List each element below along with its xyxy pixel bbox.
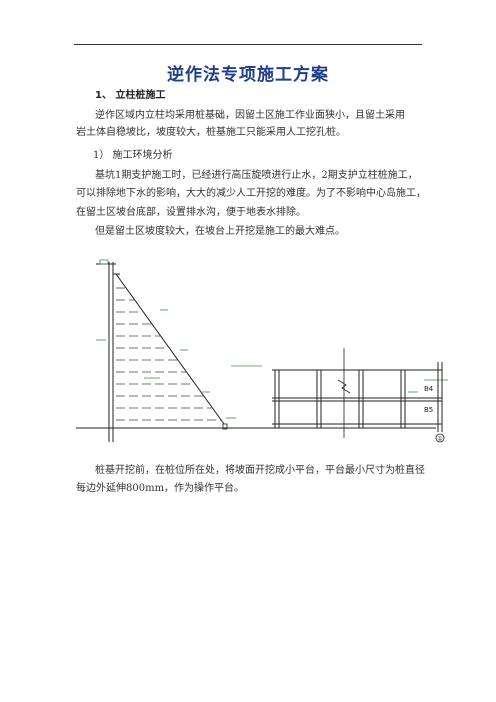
axis-marker-circle <box>435 433 445 443</box>
section-heading-1: 1、 立柱桩施工 <box>95 90 166 101</box>
label-b4: B4 <box>424 385 434 393</box>
header-rule <box>74 44 422 45</box>
soil-slope-line <box>115 273 225 425</box>
break-symbol <box>337 379 351 394</box>
structure-columns <box>274 362 443 432</box>
paragraph-1-line-1: 逆作区域内立柱均采用桩基础，因留土区施工作业面狭小，且留土采用 <box>95 110 405 121</box>
soil-layer-lines <box>116 287 221 421</box>
wall-top-marker <box>99 259 109 265</box>
paragraph-2-line-2: 可以排除地下水的影响，大大的减少人工开挖的难度。为了不影响中心岛施工， <box>76 188 426 199</box>
construction-section-figure: B4 B5 ① <box>76 259 448 443</box>
paragraph-4-line-2: 每边外延伸800mm，作为操作平台。 <box>76 483 245 494</box>
axis-marker-label: ① <box>437 436 442 443</box>
label-b5: B5 <box>424 406 433 414</box>
annotation-marks <box>96 309 448 419</box>
section-heading-2: 1） 施工环境分析 <box>93 150 173 161</box>
paragraph-3: 但是留土区坡度较大，在坡台上开挖是施工的最大难点。 <box>95 226 345 237</box>
paragraph-2-line-1: 基坑1期支护施工时，已经进行高压旋喷进行止水，2期支护立柱桩施工， <box>95 170 418 181</box>
paragraph-1-line-2: 岩土体自稳坡比，坡度较大，桩基施工只能采用人工挖孔桩。 <box>76 127 346 138</box>
document-title: 逆作法专项施工方案 <box>167 65 329 85</box>
drainage-ditch <box>222 423 228 430</box>
paragraph-4-line-1: 桩基开挖前，在桩位所在处，将坡面开挖成小平台，平台最小尺寸为桩直径 <box>95 465 425 476</box>
paragraph-2-line-3: 在留土区坡台底部，设置排水沟，便于地表水排除。 <box>76 207 306 218</box>
